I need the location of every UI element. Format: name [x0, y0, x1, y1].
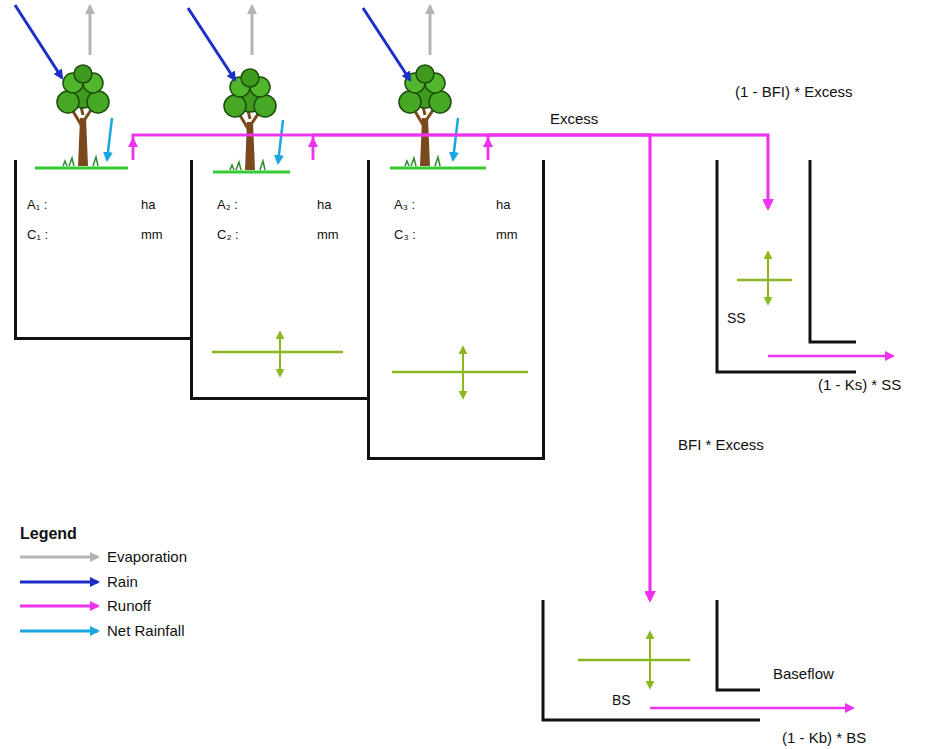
flow-label: (1 - Kb) * BS [780, 729, 868, 747]
store-text: A₃ : [394, 198, 415, 213]
runoff-connector [313, 135, 768, 208]
base-store: BS [543, 600, 760, 720]
store-text: ha [141, 198, 155, 213]
flow-label: Baseflow [771, 665, 836, 683]
legend-title: Legend [18, 524, 79, 543]
legend-text: Runoff [105, 597, 153, 615]
flow-label: (1 - BFI) * Excess [733, 83, 855, 101]
surface-store: SS [717, 208, 856, 372]
flow-label: Excess [548, 110, 600, 128]
store-text: ha [496, 198, 510, 213]
flow-label: BFI * Excess [676, 436, 766, 454]
flow-label: (1 - Ks) * SS [816, 376, 903, 394]
store-text: A₂ : [217, 198, 238, 213]
soil-store: A₁ : ha C₁ : mm [14, 160, 190, 340]
store-text: ha [317, 198, 331, 213]
store-text: C₁ : [27, 228, 48, 243]
legend-text: Rain [105, 573, 140, 591]
store-text: BS [612, 692, 631, 708]
store-text: C₂ : [217, 228, 239, 243]
store-outline [717, 208, 856, 372]
soil-store: A₂ : ha C₂ : mm [190, 160, 367, 400]
store-text: mm [141, 228, 163, 243]
store-outline [543, 600, 760, 720]
legend-text: Net Rainfall [105, 622, 187, 640]
legend-text: Evaporation [105, 548, 189, 566]
store-text: SS [727, 310, 746, 326]
runoff-connector [313, 135, 650, 600]
store-text: mm [496, 228, 518, 243]
store-text: C₃ : [394, 228, 416, 243]
runoff-connector [488, 135, 650, 600]
runoff-connector [133, 135, 650, 600]
store-text: A₁ : [27, 198, 47, 213]
soil-store: A₃ : ha C₃ : mm [367, 160, 545, 460]
store-text: mm [317, 228, 339, 243]
runoff-connector [488, 135, 768, 208]
